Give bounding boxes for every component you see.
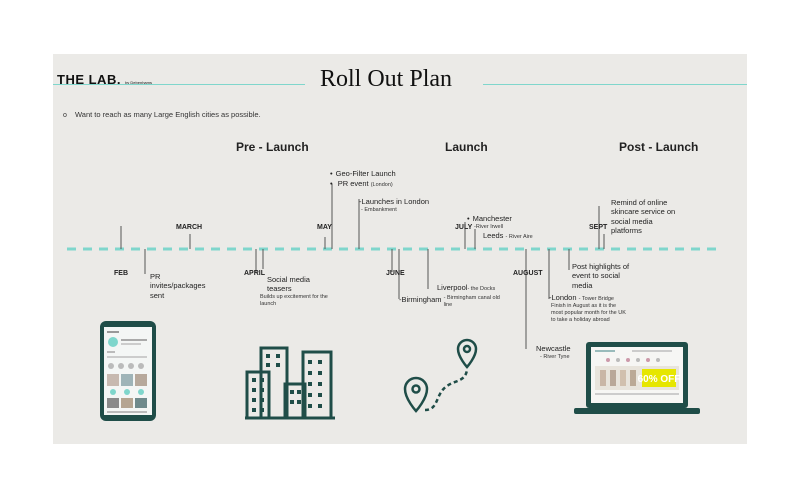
brand-name: THE LAB.: [57, 72, 121, 87]
header-rule-right: [483, 84, 747, 85]
event-geo-filter: Geo-Filter Launch: [330, 169, 396, 178]
event-manchester: Manchester: [467, 214, 512, 223]
event-leeds-sub: - River Aire: [505, 234, 533, 240]
timeline-svg: [67, 184, 721, 349]
laptop-sale-badge: [642, 369, 676, 387]
month-august: AUGUST: [513, 270, 543, 277]
phone-illustration: [100, 321, 156, 421]
objective-bullet: o Want to reach as many Large English ci…: [63, 110, 261, 119]
map-route-illustration: [403, 338, 478, 413]
slide: THE LAB. by Debenhams Roll Out Plan o Wa…: [53, 54, 747, 444]
dotted-route: [424, 369, 469, 412]
page-title: Roll Out Plan: [320, 66, 453, 92]
timeline-ticks: [120, 184, 605, 349]
building-left: [245, 370, 271, 420]
building-right: [301, 350, 333, 420]
brand-logo: THE LAB. by Debenhams: [57, 72, 152, 87]
event-pr-event-sub: (London): [370, 182, 393, 188]
month-april: APRIL: [244, 270, 265, 277]
event-newcastle: Newcastle: [536, 344, 571, 353]
event-pr-event: PR event (London): [330, 179, 393, 189]
event-social-teasers-note: Builds up excitement for the launch: [260, 294, 328, 308]
brand-by: by Debenhams: [125, 80, 152, 85]
month-march: MARCH: [176, 224, 203, 231]
event-liverpool-label: Liverpool: [437, 283, 468, 292]
event-pr-invites: PR invites/packages sent: [150, 272, 206, 300]
laptop-base: [574, 408, 700, 414]
laptop-sale-text: 60% OFF: [638, 374, 681, 385]
month-june: JUNE: [386, 270, 405, 277]
objective-text: Want to reach as many Large English citi…: [75, 110, 261, 119]
event-social-teasers: Social media teasers: [267, 275, 310, 294]
laptop-illustration: 60% OFF: [574, 342, 700, 414]
event-liverpool-sub: - the Docks: [467, 286, 496, 292]
event-birmingham-label: -Birmingham: [399, 295, 442, 304]
month-july: JULY: [455, 224, 473, 231]
bullet-marker: o: [63, 112, 67, 119]
building-center: [259, 346, 289, 420]
phone-profile-icon: [108, 337, 118, 347]
header-rule-left: [53, 84, 305, 85]
event-remind: Remind of online skincare service on soc…: [611, 198, 676, 236]
event-leeds-label: Leeds: [483, 231, 504, 240]
event-london-note: Finish in August as it is the most popul…: [551, 303, 626, 324]
event-london-label: -London: [549, 293, 577, 302]
event-post-highlights: Post highlights of event to social media: [572, 262, 630, 290]
month-sept: SEPT: [589, 224, 608, 231]
map-pin-top: [456, 338, 478, 369]
event-manchester-sub: -River Irwell: [474, 224, 504, 230]
month-may: MAY: [317, 224, 332, 231]
event-launch-london-sub: - Embankment: [361, 207, 397, 213]
event-launch-london: -Launches in London: [359, 197, 430, 206]
phase-post-launch: Post - Launch: [619, 140, 699, 154]
phase-pre-launch: Pre - Launch: [236, 140, 309, 154]
event-newcastle-sub: - River Tyne: [540, 354, 570, 360]
event-liverpool: Liverpool- the Docks: [437, 283, 495, 293]
map-pin-bottom: [403, 376, 429, 413]
event-leeds: Leeds - River Aire: [483, 231, 533, 241]
event-london-sub: - Tower Bridge: [578, 296, 614, 302]
buildings-illustration: [245, 346, 335, 420]
event-pr-event-label: PR event: [337, 179, 369, 188]
event-birmingham-sub: - Birmingham canal old line: [443, 295, 500, 308]
event-birmingham: -Birmingham - Birmingham canal old line: [399, 295, 504, 309]
month-feb: FEB: [114, 270, 128, 277]
phase-launch: Launch: [445, 140, 488, 154]
event-london: -London - Tower Bridge: [549, 293, 614, 303]
